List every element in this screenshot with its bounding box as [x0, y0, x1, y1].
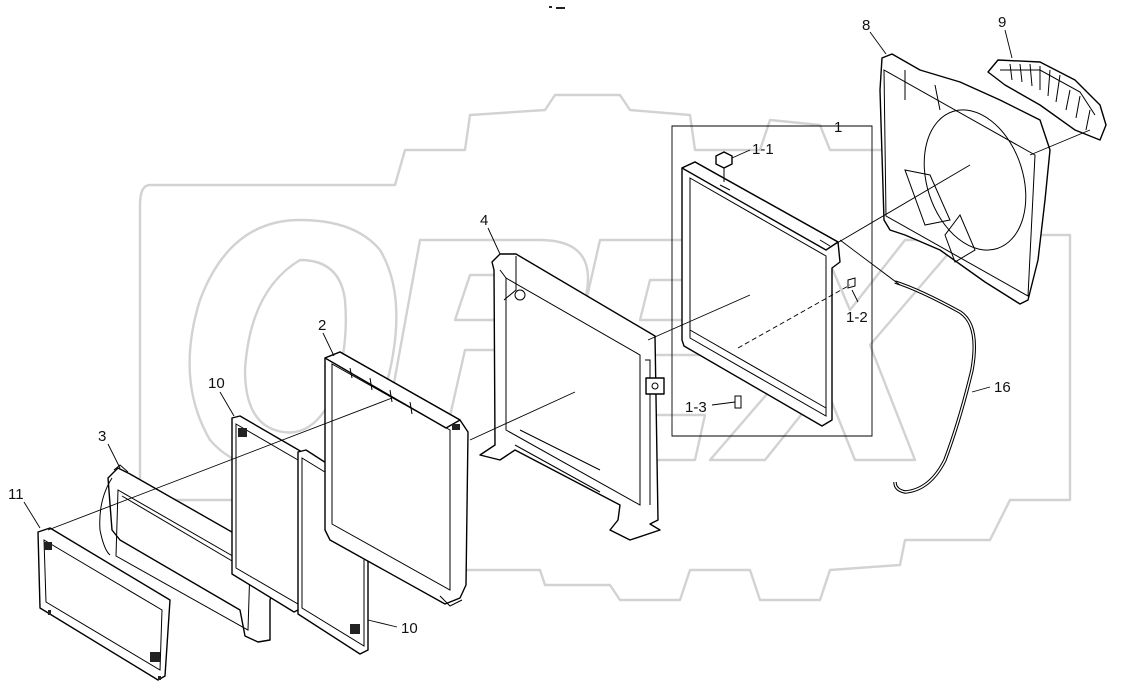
leader-3	[107, 443, 121, 469]
leader-16	[971, 386, 991, 393]
part-1-1-cap	[715, 151, 733, 169]
screen-vent-mark	[350, 624, 360, 634]
part-9-fan-guard	[987, 59, 1107, 141]
leader-10b	[367, 619, 398, 628]
leader-10a	[219, 391, 235, 417]
callout-9: 9	[998, 14, 1006, 31]
callout-1-1: 1-1	[752, 141, 774, 158]
leader-2	[322, 332, 335, 357]
part-11-front-grille	[37, 527, 171, 681]
grille-vent-mark	[150, 652, 160, 662]
screen-vent-mark	[238, 428, 247, 437]
leader-11	[23, 501, 41, 529]
tiny-header-glyph-2	[556, 7, 565, 9]
alignment-line-6	[839, 239, 901, 286]
grille-vent-mark	[44, 542, 52, 550]
callout-3: 3	[98, 428, 106, 445]
part-1-group-box	[671, 125, 873, 437]
part-1-3-drain-plug	[734, 395, 742, 409]
callout-4: 4	[480, 212, 488, 229]
leader-4	[487, 227, 501, 255]
leader-8	[869, 31, 887, 55]
leader-lines	[23, 29, 1091, 628]
tiny-header-glyph	[549, 6, 552, 8]
alignment-line-4	[831, 164, 971, 247]
callout-1-2: 1-2	[846, 309, 868, 326]
callout-1: 1	[834, 119, 842, 136]
callout-8: 8	[862, 17, 870, 34]
alignment-line-5	[1029, 129, 1091, 156]
callout-16: 16	[994, 379, 1011, 396]
watermark-letter-x	[708, 238, 962, 462]
callout-2: 2	[318, 317, 326, 334]
callout-10-right: 10	[401, 620, 418, 637]
part-1-2-fitting	[847, 277, 856, 289]
part-4-frame	[479, 253, 665, 541]
alignment-line-2	[469, 391, 576, 441]
leader-1-3	[711, 401, 736, 406]
part-1-radiator-assembly	[671, 125, 873, 437]
callout-1-3: 1-3	[685, 399, 707, 416]
callout-labels: 1 1-1 1-2 1-3 2 3 4 8 9 10 10 11 16	[8, 14, 1011, 637]
callout-10-left: 10	[208, 375, 225, 392]
part-2-core	[324, 351, 469, 607]
frame-mount-bracket	[645, 377, 665, 395]
watermark-gear-outline	[138, 93, 1072, 602]
leader-1-1	[731, 149, 751, 159]
alignment-line-1	[47, 397, 393, 531]
part-16-hose	[893, 280, 976, 494]
part-8-fan-shroud	[879, 53, 1051, 305]
alignment-line-3	[647, 294, 751, 341]
callout-11: 11	[8, 486, 24, 503]
leader-1-2	[851, 289, 859, 303]
leader-9	[1004, 29, 1013, 59]
